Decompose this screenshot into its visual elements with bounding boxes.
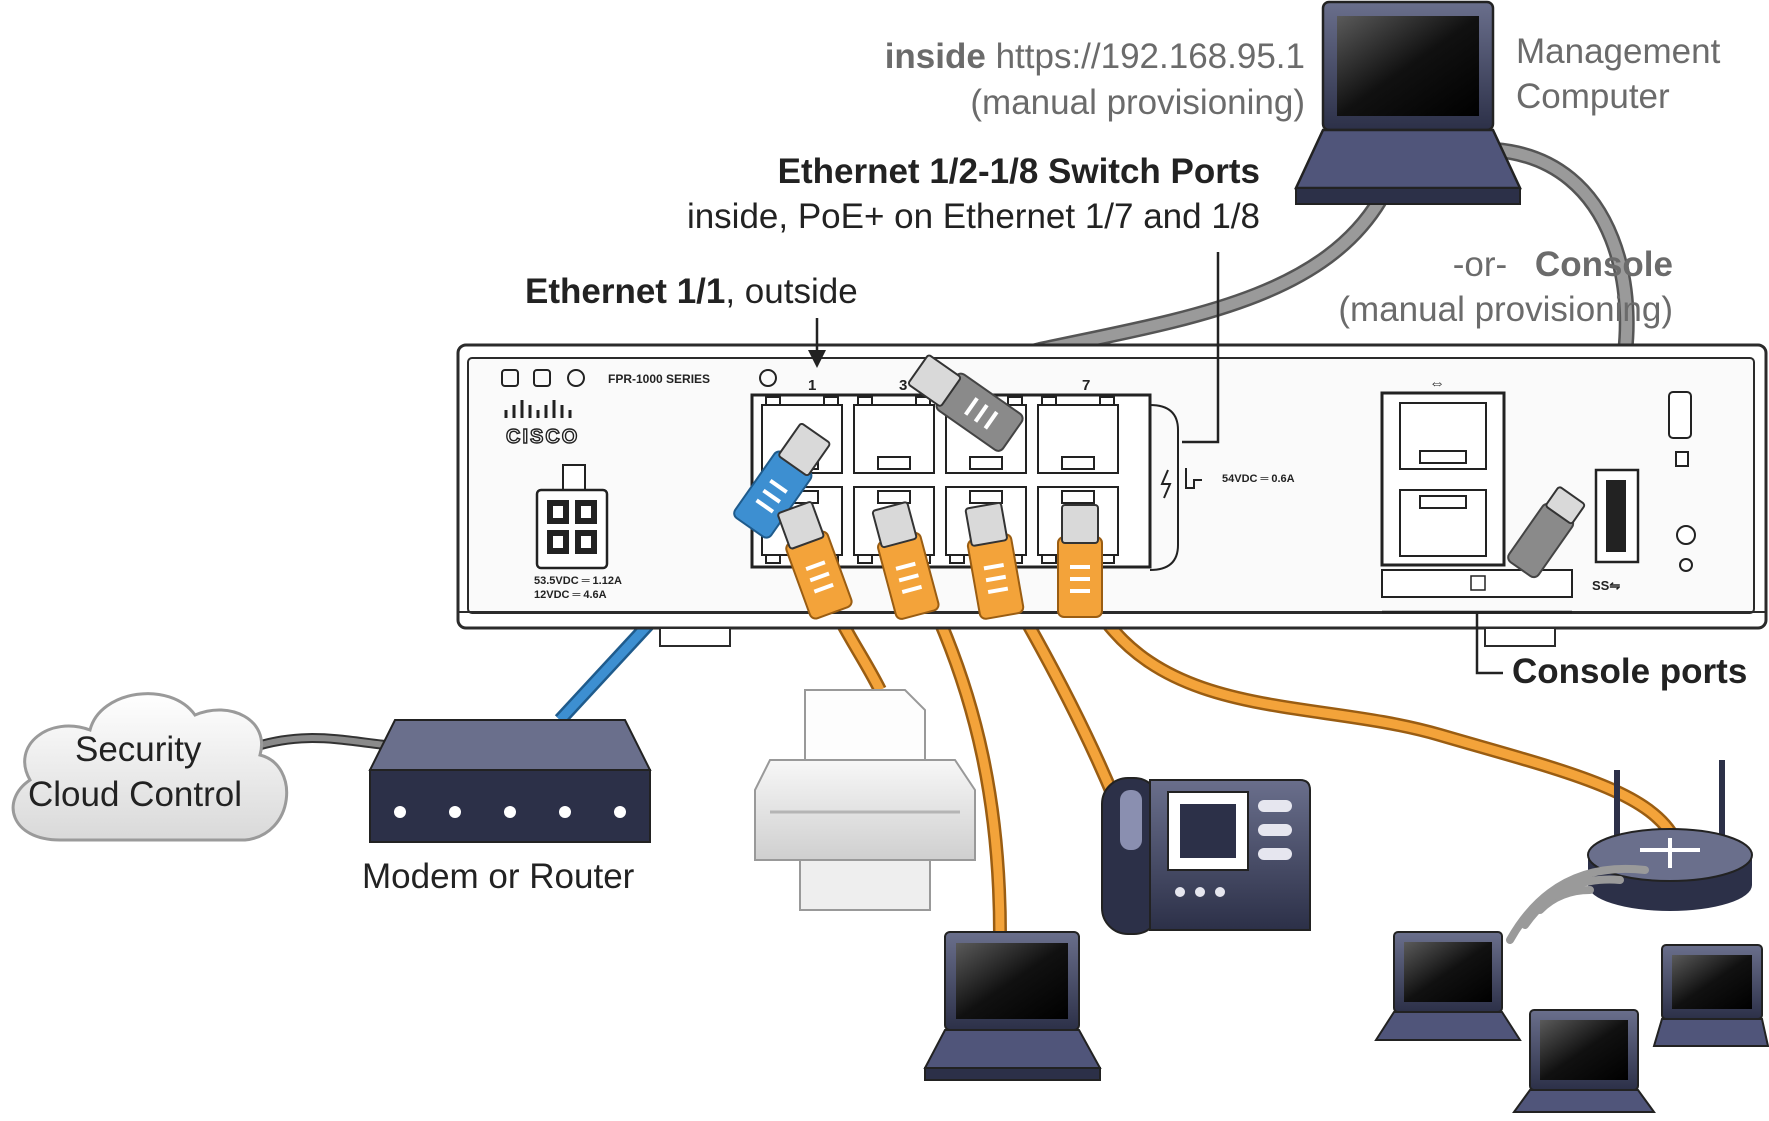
svg-text:⇔: ⇔: [1429, 375, 1445, 392]
plug-console-gray: [1507, 486, 1586, 579]
ethernet11-bold: Ethernet 1/1: [525, 272, 726, 311]
svg-text:SS⇋: SS⇋: [1592, 578, 1620, 593]
port-label-7: 7: [1082, 377, 1090, 394]
modem-label: Modem or Router: [362, 857, 635, 896]
plug-outside-blue: [733, 422, 831, 539]
modem-router-icon: [368, 719, 652, 843]
laptop-icon: [923, 931, 1102, 1081]
wireless-laptop-right: [1652, 944, 1769, 1047]
ethernet11-arrow: [808, 318, 826, 368]
ethernet11-rest: , outside: [725, 272, 858, 311]
cloud-icon: [11, 692, 289, 842]
port-label-3: 3: [899, 377, 907, 394]
plug-management-gray: [907, 354, 1024, 452]
cloud-line1: Security: [75, 730, 202, 769]
poe-rating: 54VDC ═ 0.6A: [1222, 473, 1295, 485]
lock-slot: [1668, 391, 1696, 572]
inside-note: (manual provisioning): [970, 83, 1305, 122]
console-ports-leader: [1382, 610, 1572, 675]
plug-inside-orange: [871, 501, 940, 620]
console-ports-label: Console ports: [1512, 652, 1748, 691]
ip-phone-icon: [1101, 777, 1311, 935]
switch-ports-leader: [1182, 252, 1220, 444]
switch-port-jack: [1037, 396, 1119, 474]
console-label: -or- Console: [1453, 245, 1673, 285]
ethernet11-label: Ethernet 1/1, outside: [525, 272, 858, 312]
inside-address-label: inside https://192.168.95.1: [885, 37, 1305, 77]
status-led-icons: [501, 369, 585, 387]
power-rating-1: 53.5VDC ═ 1.12A: [534, 575, 622, 587]
cloud-line2: Cloud Control: [28, 775, 242, 814]
power-rating-2: 12VDC ═ 4.6A: [534, 589, 607, 601]
printer-icon: [754, 689, 976, 911]
inside-bold: inside: [884, 37, 986, 76]
plug-inside-orange: [964, 501, 1025, 620]
power-connector: [535, 464, 609, 570]
or-text: -or-: [1452, 245, 1508, 284]
console-bold: Console: [1534, 245, 1673, 284]
network-port-icon: [759, 369, 777, 387]
switch-ports-sub: inside, PoE+ on Ethernet 1/7 and 1/8: [686, 197, 1260, 236]
wireless-laptop-center: [1512, 1009, 1656, 1113]
cable-inside-phone: [1013, 606, 1122, 803]
device-series: FPR-1000 SERIES: [608, 372, 710, 386]
console-note: (manual provisioning): [1338, 290, 1673, 329]
usb-port: SS⇋: [1592, 468, 1640, 593]
switch-port-jack: [853, 396, 935, 474]
inside-url: https://192.168.95.1: [995, 37, 1305, 76]
console-port-block: ⇔: [1380, 375, 1573, 598]
cisco-logo: [504, 400, 572, 418]
wifi-signal-icon: [1506, 864, 1649, 944]
cable-inside-laptop: [928, 607, 1007, 936]
poe-icon: [1160, 468, 1202, 499]
plug-inside-orange: [1057, 504, 1103, 618]
cable-inside-wireless: [1099, 615, 1682, 844]
management-line2: Computer: [1516, 77, 1670, 116]
management-laptop: [1294, 0, 1522, 205]
plug-inside-orange: [777, 501, 853, 620]
management-line1: Management: [1516, 32, 1721, 71]
wireless-laptop-left: [1374, 931, 1522, 1041]
port-label-1: 1: [808, 377, 816, 394]
cisco-brand: CISCO: [506, 426, 579, 448]
cable-cloud-modem: [243, 733, 386, 755]
switch-ports-title: Ethernet 1/2-1/8 Switch Ports: [777, 152, 1260, 191]
